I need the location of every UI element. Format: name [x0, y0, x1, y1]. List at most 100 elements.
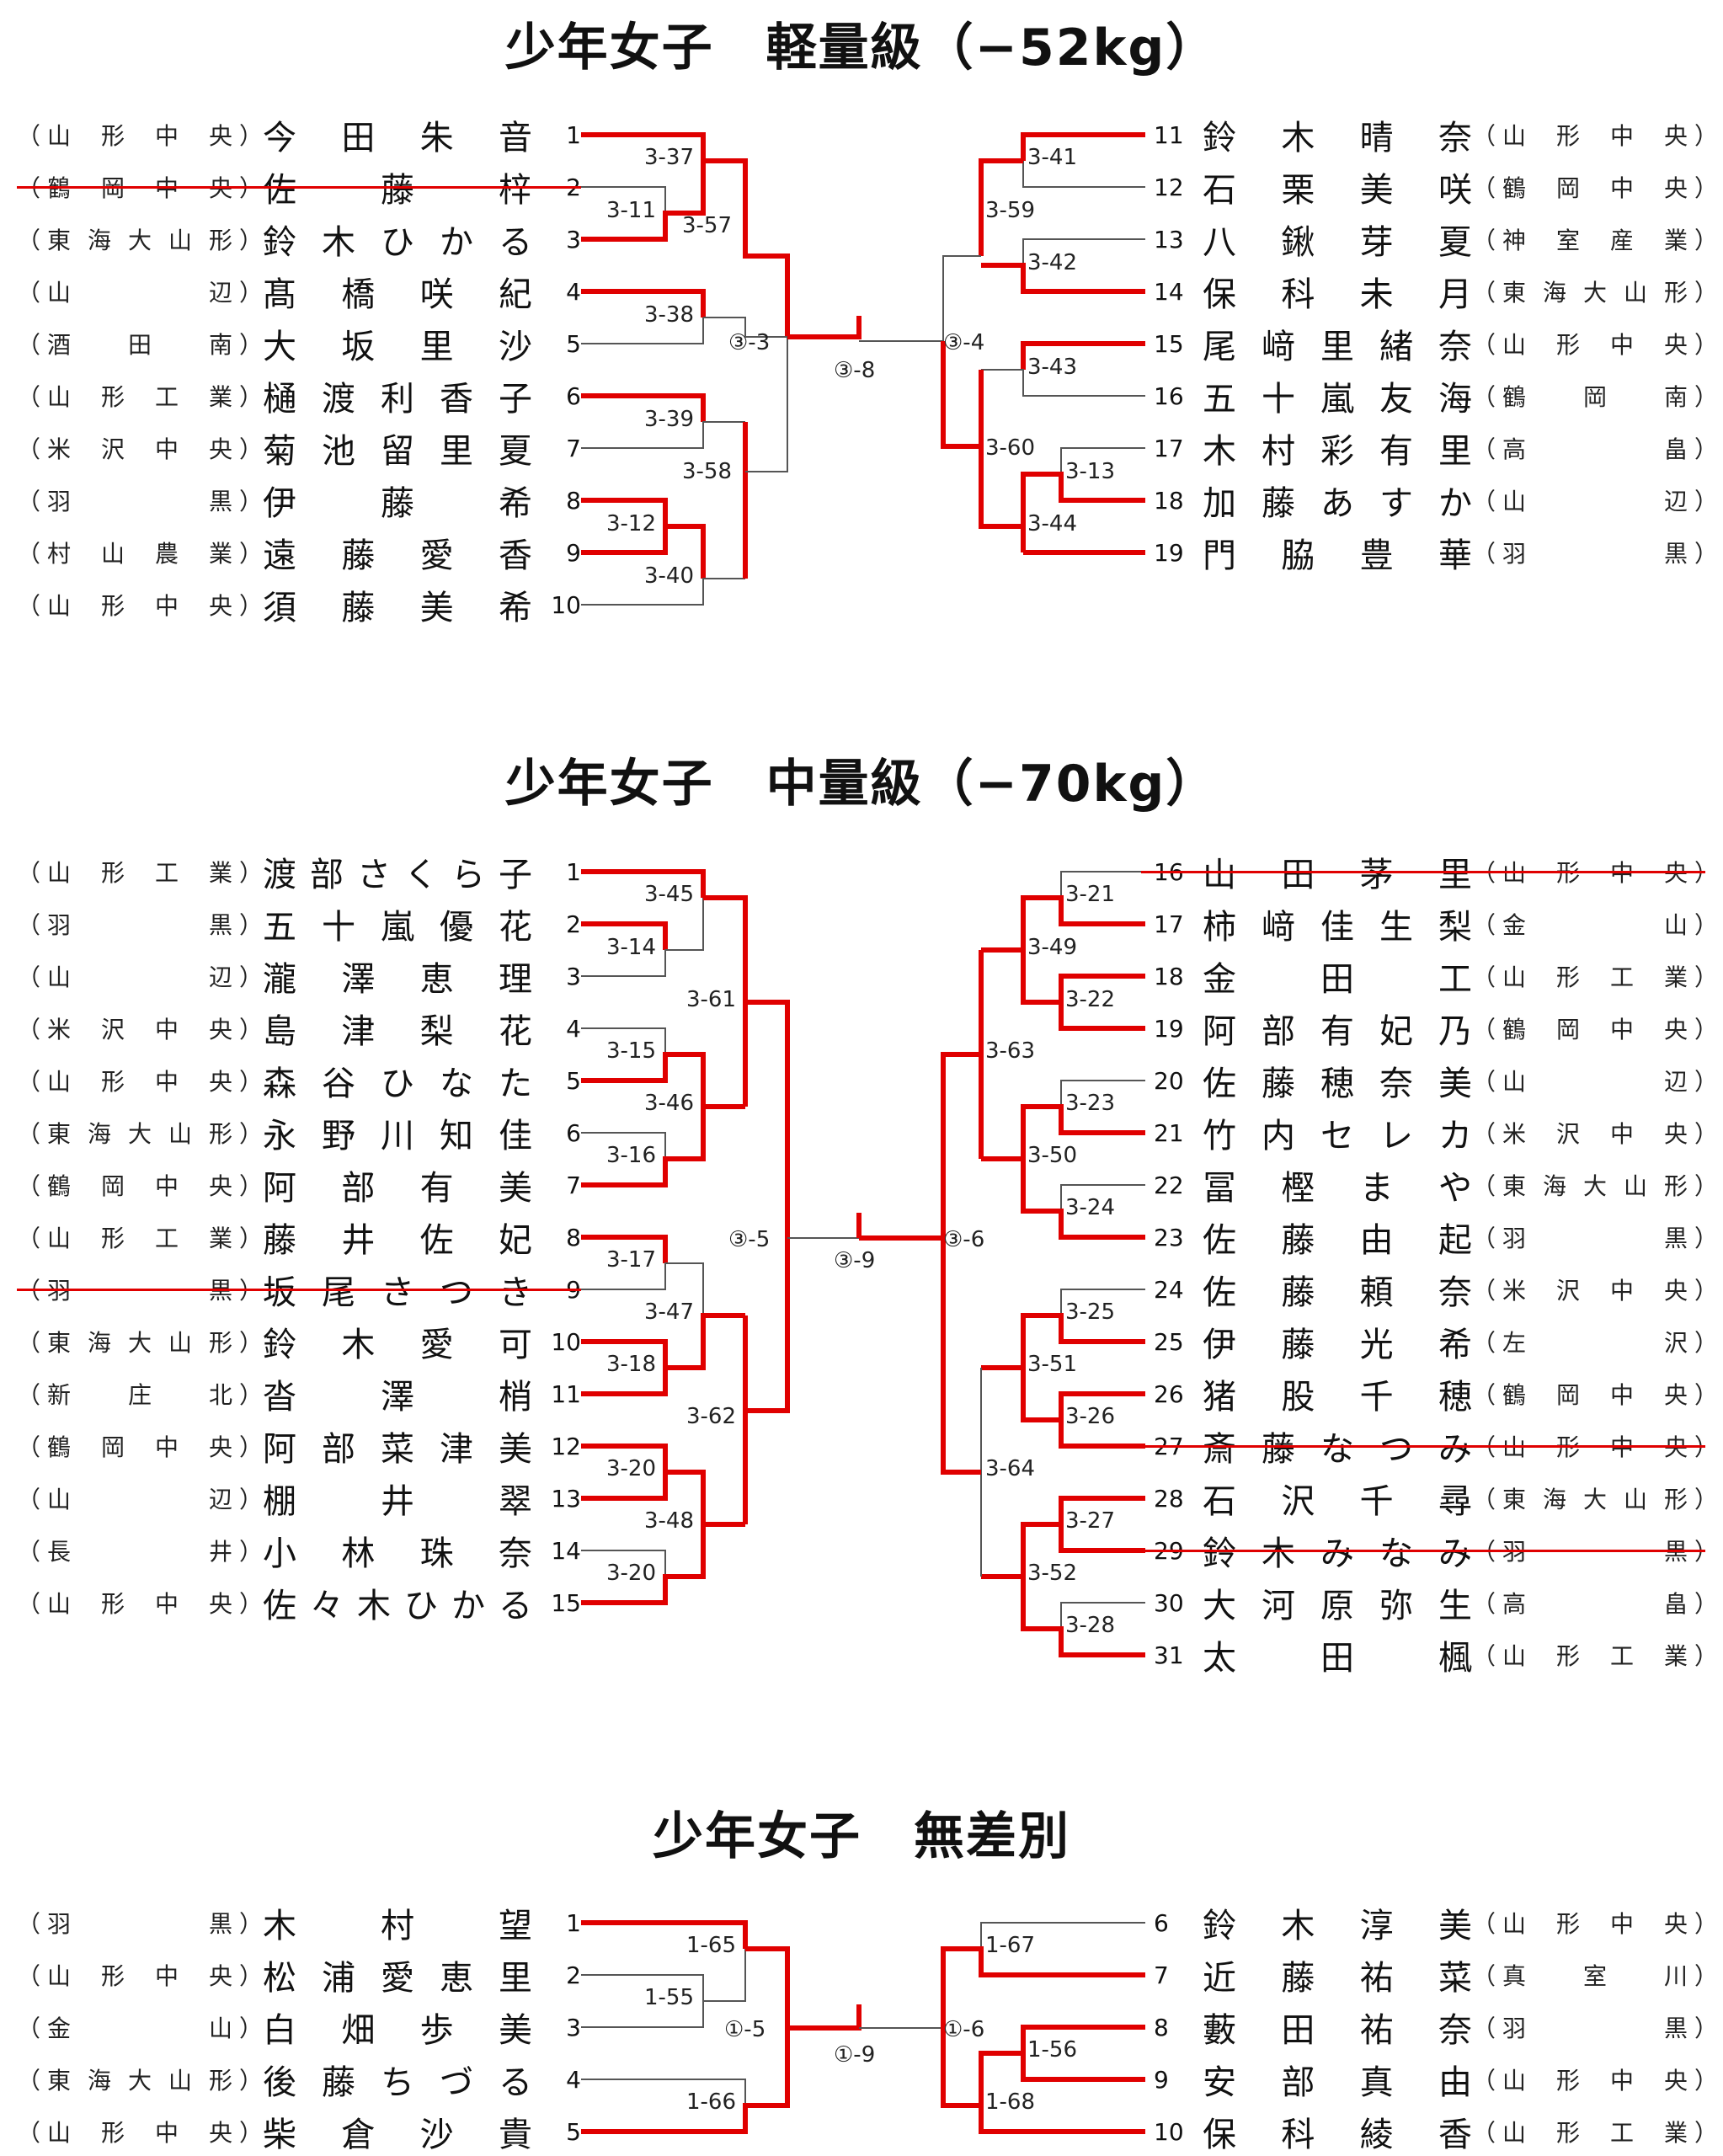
- seed-number: 5: [566, 2117, 581, 2146]
- seed-number: 4: [566, 2065, 581, 2094]
- match-label: 3-17: [606, 1247, 656, 1273]
- bracket-line: [581, 1027, 666, 1054]
- match-label: ③-6: [943, 1227, 984, 1252]
- match-label: 3-27: [1065, 1508, 1115, 1534]
- school-name: （山形中央）: [17, 1068, 263, 1096]
- player-name: 松浦愛恵里: [263, 1959, 532, 1998]
- player-name: 大坂里沙: [263, 328, 532, 366]
- bracket-line: [1060, 1184, 1145, 1211]
- bracket-line: [581, 1974, 704, 2001]
- seed-number: 3: [566, 962, 581, 990]
- seed-number: 1: [566, 1908, 581, 1937]
- player-name: 佐藤穂奈美: [1203, 1065, 1472, 1103]
- player-name: 冨樫まや: [1203, 1169, 1472, 1208]
- seed-number: 14: [1154, 277, 1184, 306]
- player-name: 近藤祐菜: [1203, 1959, 1472, 1998]
- player-name: 柴倉沙貴: [263, 2116, 532, 2154]
- school-name: （山形中央）: [1472, 122, 1718, 150]
- bracket-line: [1021, 472, 1145, 552]
- seed-number: 14: [551, 1536, 581, 1565]
- match-label: 3-49: [1027, 935, 1077, 960]
- bracket-line: [979, 370, 1023, 529]
- school-name: （真室川）: [1472, 1962, 1718, 1990]
- seed-number: 2: [566, 910, 581, 938]
- school-name: （山形中央）: [1472, 331, 1718, 359]
- bracket-line: [979, 158, 1023, 256]
- bracket-line: [1021, 2025, 1145, 2053]
- player-name: 佐藤梓: [263, 171, 532, 210]
- seed-number: 11: [1154, 120, 1184, 149]
- match-label: 3-63: [985, 1038, 1035, 1064]
- match-label: 1-55: [644, 1985, 694, 2010]
- school-name: （鶴岡南）: [1472, 383, 1718, 411]
- match-label: 3-45: [644, 882, 694, 907]
- school-name: （高畠）: [1472, 435, 1718, 463]
- bracket-line: [581, 318, 704, 344]
- player-name: 藤井佐妃: [263, 1221, 532, 1260]
- bracket-line: [581, 1235, 668, 1263]
- seed-number: 4: [566, 277, 581, 306]
- bracket-line: [981, 1365, 1145, 1449]
- match-label: 3-37: [644, 145, 694, 170]
- school-name: （羽黒）: [1472, 2015, 1718, 2042]
- match-label: 3-28: [1065, 1613, 1115, 1638]
- match-label: 3-12: [606, 511, 656, 536]
- bracket-line: [1022, 161, 1145, 188]
- match-label: 3-23: [1065, 1091, 1115, 1116]
- bracket-line: [981, 1574, 1145, 1657]
- bracket-line: [581, 1920, 748, 1949]
- match-label: 3-21: [1065, 882, 1115, 907]
- player-name: 安部真由: [1203, 2063, 1472, 2102]
- bracket-line: [581, 1052, 706, 1107]
- bracket-line: [1060, 447, 1145, 474]
- player-name: 金田工: [1203, 960, 1472, 999]
- match-label: 3-44: [1027, 511, 1077, 536]
- seed-number: 5: [566, 1066, 581, 1095]
- match-label: 3-51: [1027, 1352, 1077, 1377]
- player-name: 鈴木淳美: [1203, 1907, 1472, 1945]
- seed-number: 16: [1154, 382, 1184, 410]
- player-name: 竹内セレカ: [1203, 1117, 1472, 1155]
- school-name: （酒田南）: [17, 331, 263, 359]
- seed-number: 24: [1154, 1275, 1184, 1304]
- seed-number: 15: [551, 1588, 581, 1617]
- player-name: 鈴木みなみ: [1203, 1534, 1472, 1573]
- match-label: ③-5: [728, 1227, 770, 1252]
- match-label: 3-25: [1065, 1299, 1115, 1325]
- bracket-line: [703, 317, 787, 338]
- match-label: 3-22: [1065, 987, 1115, 1012]
- match-label: 3-38: [644, 302, 694, 328]
- seed-number: 19: [1154, 538, 1184, 567]
- seed-number: 9: [1154, 2065, 1169, 2094]
- bracket-line: [981, 369, 1145, 397]
- bracket-line: [745, 1238, 790, 1413]
- school-name: （山形工業）: [17, 859, 263, 887]
- seed-number: 7: [566, 434, 581, 462]
- match-label: 3-11: [606, 198, 656, 223]
- bracket-line: [941, 1052, 981, 1238]
- player-name: 斎藤なつみ: [1203, 1430, 1472, 1469]
- school-name: （山形中央）: [17, 1590, 263, 1618]
- player-name: 五十嵐優花: [263, 908, 532, 947]
- withdrawn-strike: [1141, 1550, 1705, 1552]
- player-name: 猪股千穂: [1203, 1378, 1472, 1417]
- bracket-line: [1021, 895, 1145, 950]
- player-name: 島津梨花: [263, 1012, 532, 1051]
- school-name: （東海大山形）: [17, 227, 263, 254]
- seed-number: 10: [551, 1327, 581, 1356]
- seed-number: 7: [1154, 1961, 1169, 1989]
